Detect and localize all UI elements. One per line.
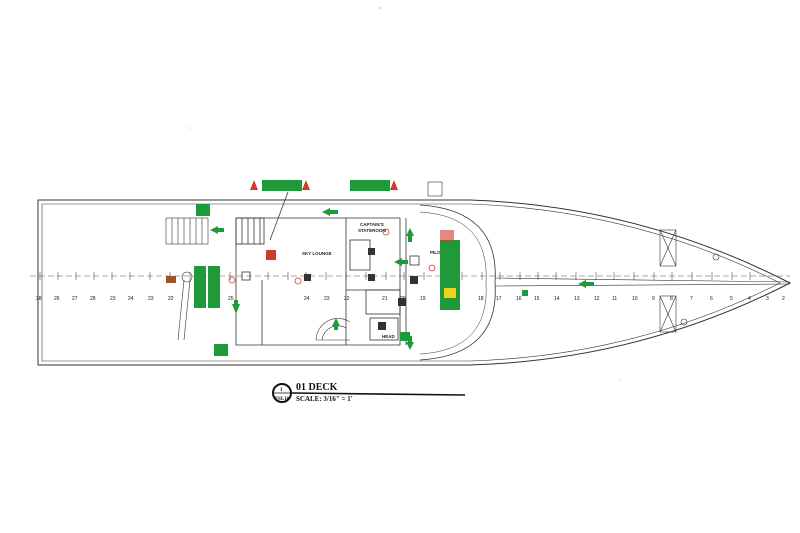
room-label-sky-lounge: SKY LOUNGE bbox=[302, 251, 332, 256]
safety-sign-panel bbox=[350, 180, 390, 191]
frame-number: 4 bbox=[748, 296, 751, 302]
exit-arrows bbox=[210, 208, 594, 350]
foredeck-fittings bbox=[494, 229, 791, 333]
spiral-stair bbox=[315, 318, 351, 341]
frame-number: 22 bbox=[168, 296, 174, 302]
marker-icon bbox=[294, 277, 302, 285]
equipment-icon bbox=[368, 248, 375, 255]
frame-number: 16 bbox=[516, 296, 522, 302]
frame-number: 23 bbox=[148, 296, 154, 302]
exit-arrow-icon bbox=[332, 318, 340, 330]
frame-number: 23 bbox=[110, 296, 116, 302]
frame-number: 3 bbox=[766, 296, 769, 302]
exit-arrow-icon bbox=[232, 300, 240, 314]
exit-arrow-icon bbox=[578, 280, 594, 288]
room-label-head: HEAD bbox=[382, 334, 396, 339]
frame-number: 17 bbox=[496, 296, 502, 302]
frame-number: 7 bbox=[690, 296, 693, 302]
hull bbox=[37, 199, 792, 366]
safety-sign-panel bbox=[208, 266, 220, 308]
frame-number: 24 bbox=[304, 296, 310, 302]
fire-extinguisher-icon bbox=[302, 180, 310, 190]
scan-specks bbox=[189, 7, 621, 381]
fire-extinguisher-icon bbox=[266, 250, 276, 260]
room-label-pilot-house: PILOT H. bbox=[430, 250, 449, 255]
ref-sheet: FSL10 bbox=[275, 397, 290, 402]
frame-numbers: 28 26 27 28 23 24 23 22 25 24 23 22 21 2… bbox=[36, 296, 785, 302]
equipment-icon bbox=[304, 274, 311, 281]
hull-outer bbox=[37, 199, 792, 366]
frame-number: 23 bbox=[324, 296, 330, 302]
frame-number: 19 bbox=[420, 296, 426, 302]
frame-number: 10 bbox=[632, 296, 638, 302]
equipment-icon bbox=[398, 298, 406, 306]
marker-icon bbox=[228, 276, 236, 284]
frame-number: 5 bbox=[730, 296, 733, 302]
aft-stairs bbox=[165, 217, 209, 341]
frame-number: 21 bbox=[382, 296, 388, 302]
frame-number: 22 bbox=[344, 296, 350, 302]
frame-number: 15 bbox=[534, 296, 540, 302]
exit-arrow-icon bbox=[406, 228, 414, 242]
exit-arrow-icon bbox=[322, 208, 338, 216]
exit-arrow-icon bbox=[394, 258, 408, 266]
title-underline bbox=[291, 392, 466, 396]
exit-arrow-icon bbox=[210, 226, 224, 234]
davit-base bbox=[181, 271, 193, 283]
exit-arrow-icon bbox=[406, 336, 414, 350]
life-ring-icon bbox=[214, 344, 228, 356]
frame-number: 8 bbox=[670, 296, 673, 302]
hull-inner bbox=[41, 203, 781, 362]
fire-extinguisher-icon bbox=[166, 276, 176, 283]
room-label-captains-line2: STATEROOM bbox=[358, 228, 386, 233]
frame-number: 13 bbox=[574, 296, 580, 302]
safety-sign-panel bbox=[440, 240, 460, 310]
scale-text: SCALE: 3/16" = 1' bbox=[296, 395, 353, 403]
frame-number: 2 bbox=[782, 296, 785, 302]
frame-number: 28 bbox=[90, 296, 96, 302]
equipment-icons bbox=[241, 248, 420, 330]
frame-number: 9 bbox=[652, 296, 655, 302]
drawing-title: 01 DECK bbox=[296, 382, 338, 393]
frame-number: 18 bbox=[478, 296, 484, 302]
deckhouse-front-inner bbox=[419, 211, 487, 355]
marker-icon bbox=[382, 228, 390, 236]
emergency-light-icon bbox=[522, 290, 528, 296]
marker-icon bbox=[428, 264, 436, 272]
ref-number: 1 bbox=[280, 388, 283, 393]
frame-number: 26 bbox=[54, 296, 60, 302]
room-label-captains-line1: CAPTAIN'S bbox=[360, 222, 384, 227]
title-block: 1 FSL10 01 DECK SCALE: 3/16" = 1' bbox=[272, 382, 466, 403]
equipment-icon bbox=[378, 322, 386, 330]
frame-number: 12 bbox=[594, 296, 600, 302]
frame-number: 25 bbox=[228, 296, 234, 302]
frame-number: 14 bbox=[554, 296, 560, 302]
fire-extinguisher-group bbox=[250, 180, 398, 190]
equipment-icon bbox=[409, 255, 420, 266]
warning-sign bbox=[444, 288, 456, 298]
fire-alarm-icon bbox=[427, 181, 443, 197]
safety-sign-panel bbox=[194, 266, 206, 308]
safety-sign-panel bbox=[262, 180, 302, 191]
frame-number: 24 bbox=[128, 296, 134, 302]
frame-number: 28 bbox=[36, 296, 42, 302]
life-ring-icon bbox=[196, 204, 210, 216]
fire-alarm-icon bbox=[400, 332, 410, 341]
muster-markers bbox=[228, 228, 436, 285]
fire-alarm-icon bbox=[440, 230, 454, 242]
frame-number: 6 bbox=[710, 296, 713, 302]
deckhouse-front bbox=[419, 204, 496, 361]
frame-number: 27 bbox=[72, 296, 78, 302]
fire-extinguisher-icon bbox=[250, 180, 258, 190]
fire-extinguisher-icon bbox=[390, 180, 398, 190]
safety-signs bbox=[166, 180, 460, 356]
equipment-icon bbox=[410, 276, 418, 284]
frame-number: 11 bbox=[612, 296, 617, 302]
equipment-icon bbox=[368, 274, 375, 281]
equipment-icon bbox=[241, 271, 251, 281]
